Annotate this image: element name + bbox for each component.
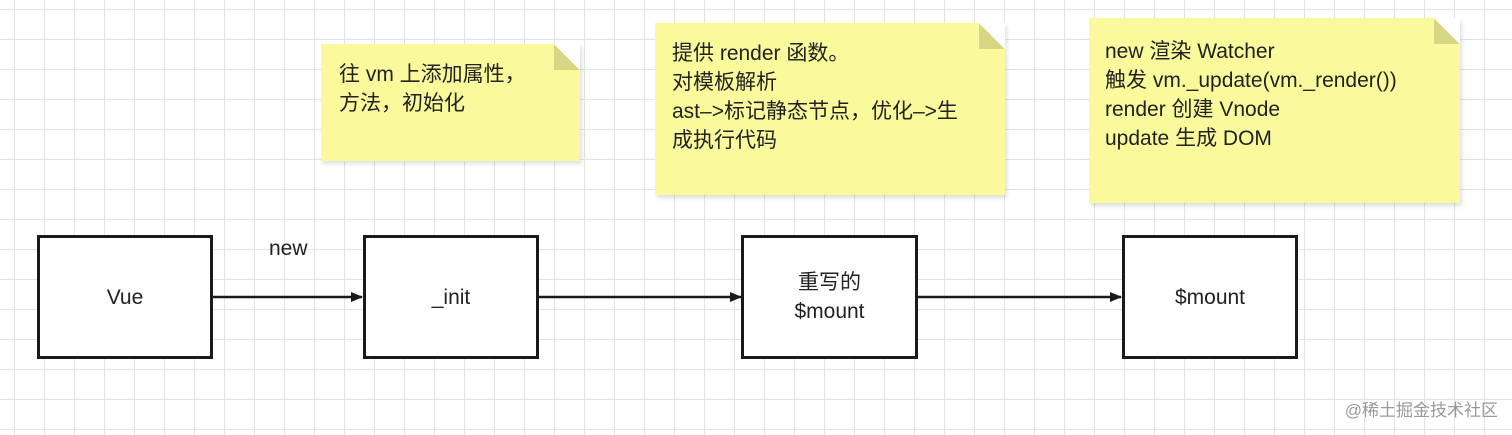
note-mount-line-4: update 生成 DOM — [1105, 127, 1272, 150]
note-fold-corner — [554, 44, 580, 70]
note-compile-line-1: 提供 render 函数。 — [672, 42, 850, 65]
node-rewritten-mount-line-1: 重写的 — [798, 271, 861, 294]
note-init: 往 vm 上添加属性， 方法，初始化 — [321, 44, 580, 161]
node-init: _init — [363, 235, 539, 359]
note-fold-corner — [1434, 18, 1460, 44]
node-vue: Vue — [37, 235, 213, 359]
node-vue-label: Vue — [106, 285, 144, 309]
note-mount-line-1: new 渲染 Watcher — [1105, 40, 1275, 63]
note-init-line-2: 方法，初始化 — [339, 92, 465, 115]
note-compile-line-4: 成执行代码 — [672, 129, 777, 152]
note-compile-line-3: ast–>标记静态节点，优化–>生 — [672, 100, 958, 123]
note-init-line-1: 往 vm 上添加属性， — [339, 63, 526, 86]
node-rewritten-mount-line-2: $mount — [794, 300, 865, 323]
note-mount-line-2: 触发 vm._update(vm._render()) — [1105, 69, 1397, 92]
node-rewritten-mount: 重写的 $mount — [741, 235, 918, 359]
note-mount-line-3: render 创建 Vnode — [1105, 98, 1281, 121]
watermark: @稀土掘金技术社区 — [1344, 401, 1498, 420]
edge-label-new: new — [269, 237, 308, 260]
node-init-label: _init — [431, 285, 471, 309]
note-fold-corner — [979, 23, 1005, 49]
node-mount-label: $mount — [1174, 285, 1246, 309]
note-compile: 提供 render 函数。 对模板解析 ast–>标记静态节点，优化–>生 成执… — [655, 23, 1005, 195]
node-mount: $mount — [1122, 235, 1298, 359]
note-compile-line-2: 对模板解析 — [672, 71, 777, 94]
note-mount: new 渲染 Watcher 触发 vm._update(vm._render(… — [1089, 18, 1460, 203]
